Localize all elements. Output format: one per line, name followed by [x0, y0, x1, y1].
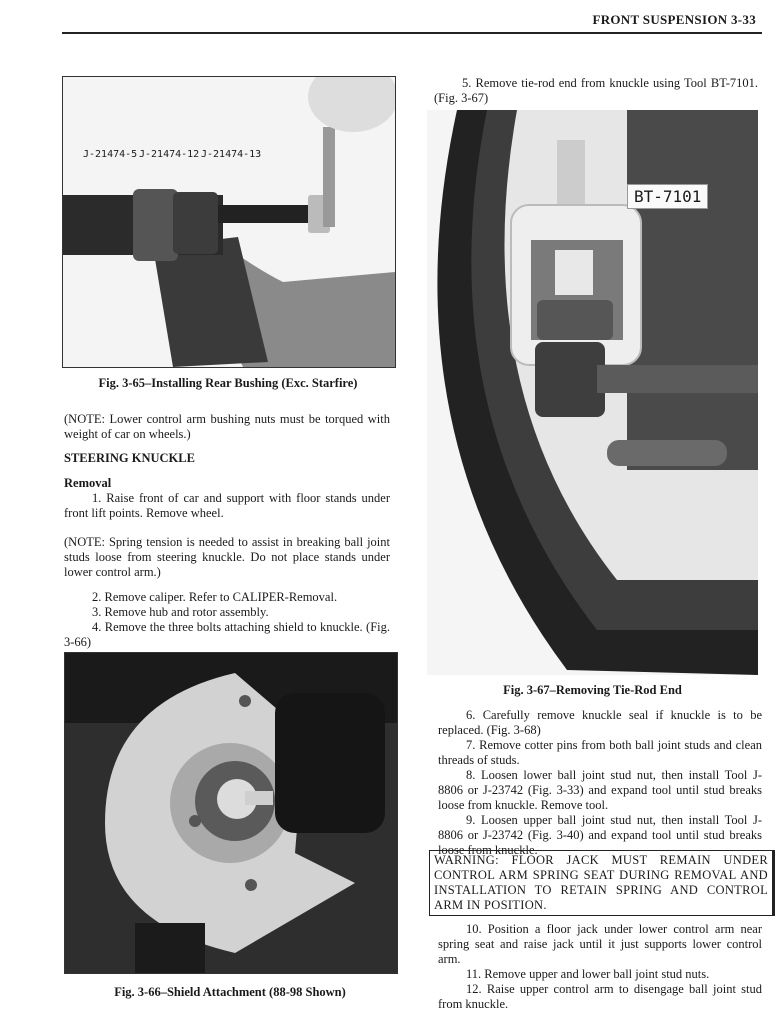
figure-3-66-photo: [64, 652, 398, 974]
figure-3-67-photo: BT-7101: [427, 110, 758, 675]
tool-label-bt-7101: BT-7101: [627, 184, 709, 209]
step-2: 2. Remove caliper. Refer to CALIPER-Remo…: [92, 590, 338, 604]
step-9: 9. Loosen upper ball joint stud nut, the…: [438, 813, 762, 857]
figure-3-67-caption: Fig. 3-67–Removing Tie-Rod End: [503, 683, 682, 697]
header-rule: [62, 32, 762, 34]
note-spring-tension: (NOTE: Spring tension is needed to assis…: [64, 535, 390, 579]
tool-label-j-21474-13: J-21474-13: [201, 149, 262, 160]
left-column-text: (NOTE: Lower control arm bushing nuts mu…: [64, 412, 390, 650]
step-5: 5. Remove tie-rod end from knuckle using…: [434, 76, 758, 105]
step-4: 4. Remove the three bolts attaching shie…: [64, 620, 390, 649]
step-8: 8. Loosen lower ball joint stud nut, the…: [438, 768, 762, 812]
step-12: 12. Raise upper control arm to disengage…: [438, 982, 762, 1011]
step-7: 7. Remove cotter pins from both ball joi…: [438, 738, 762, 767]
note-bushing-torque: (NOTE: Lower control arm bushing nuts mu…: [64, 412, 390, 441]
warning-box: WARNING: FLOOR JACK MUST REMAIN UNDER CO…: [429, 850, 775, 916]
tool-label-j-21474-5: J-21474-5: [83, 149, 138, 160]
step-10: 10. Position a floor jack under lower co…: [438, 922, 762, 966]
step-1: 1. Raise front of car and support with f…: [64, 491, 390, 520]
figure-3-65-photo: J-21474-5 J-21474-12 J-21474-13: [62, 76, 396, 368]
right-column-text: 6. Carefully remove knuckle seal if knuc…: [438, 708, 762, 858]
step-3: 3. Remove hub and rotor assembly.: [92, 605, 269, 619]
section-subheading: Removal: [64, 476, 112, 490]
section-heading: STEERING KNUCKLE: [64, 451, 195, 465]
running-header: FRONT SUSPENSION 3-33: [592, 12, 756, 27]
tool-label-j-21474-12: J-21474-12: [139, 149, 200, 160]
figure-3-65-caption: Fig. 3-65–Installing Rear Bushing (Exc. …: [98, 376, 358, 390]
right-column-text-lower: 10. Position a floor jack under lower co…: [438, 922, 762, 1012]
figure-3-66-caption: Fig. 3-66–Shield Attachment (88-98 Shown…: [114, 985, 346, 999]
step-11: 11. Remove upper and lower ball joint st…: [466, 967, 710, 981]
step-6: 6. Carefully remove knuckle seal if knuc…: [438, 708, 762, 737]
